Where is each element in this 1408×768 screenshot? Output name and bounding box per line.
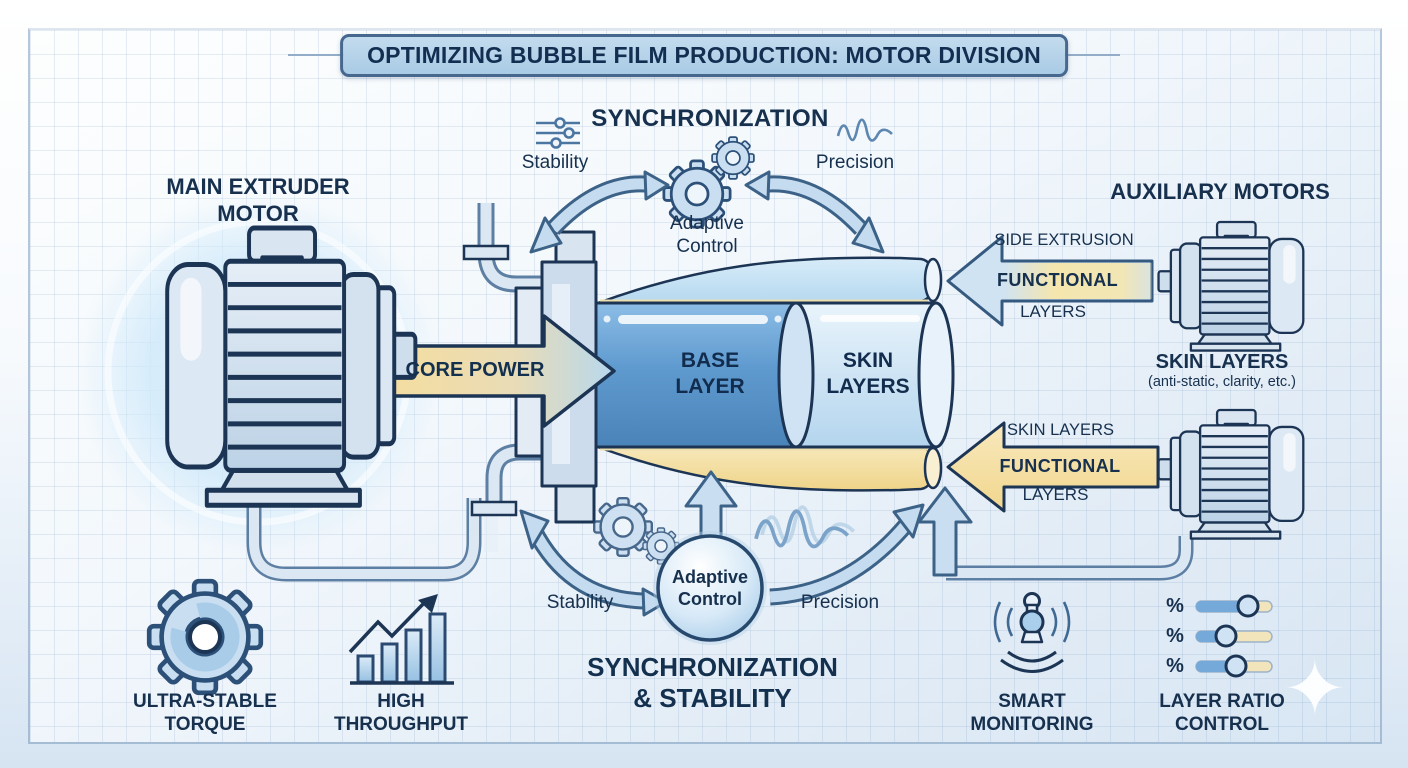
sync-top-heading: SYNCHRONIZATION (591, 105, 829, 132)
feed-pipe-top (462, 203, 548, 293)
feature-label-high-throughput: HIGH THROUGHPUT (333, 691, 469, 735)
sliders-icon (536, 117, 580, 149)
sync-top-precision-label: Precision (815, 152, 895, 173)
feature-label-ultra-stable-torque: ULTRA-STABLE TORQUE (133, 691, 277, 735)
sync-arrow-bottom-right (769, 503, 925, 606)
bottom-skin-film (596, 445, 943, 492)
sync-arrow-top-right (744, 170, 885, 254)
base-layer-label: BASE LAYER (675, 349, 745, 398)
percent-sliders-icon (1195, 594, 1273, 678)
side-extrusion-label: SIDE EXTRUSION (994, 231, 1134, 249)
skin-layer-cylinder (777, 301, 955, 449)
layers-top-label: LAYERS (1020, 302, 1086, 321)
sync-arrow-top-left (529, 170, 670, 254)
percent-symbol: % (1166, 655, 1184, 677)
percent-symbol: % (1166, 595, 1184, 617)
up-arrow-adaptive (684, 470, 738, 542)
layers-bottom-label: LAYERS (1022, 485, 1089, 504)
adaptive-control-circle (653, 531, 767, 645)
adaptive-control-label: Adaptive Control (671, 567, 749, 609)
top-skin-film (596, 256, 943, 305)
side-extrusion-arrow-top (946, 235, 1154, 327)
percent-symbol: % (1166, 625, 1184, 647)
growth-chart-icon (348, 594, 454, 685)
return-pipe-left (246, 498, 482, 582)
auxiliary-motors-heading: AUXILIARY MOTORS (1110, 179, 1330, 204)
skin-layers-label: SKIN LAYERS (826, 349, 910, 398)
feature-label-smart-monitoring: SMART MONITORING (970, 691, 1094, 735)
aux-motor-top-illustration (1157, 220, 1305, 352)
functional-layers-bottom-label: FUNCTIONAL (999, 456, 1121, 476)
page-title: OPTIMIZING BUBBLE FILM PRODUCTION: MOTOR… (340, 34, 1068, 77)
sync-bottom-heading: SYNCHRONIZATION & STABILITY (587, 652, 838, 713)
waveform-icon-bottom (754, 505, 856, 549)
sensor-signal-icon (993, 592, 1071, 673)
feature-label-layer-ratio-control: LAYER RATIO CONTROL (1159, 691, 1285, 735)
up-arrow-right-feed (917, 486, 973, 577)
base-layer-cylinder (594, 301, 798, 449)
core-power-label: CORE POWER (405, 359, 545, 381)
gear-icon (149, 581, 261, 693)
sync-bottom-precision-label: Precision (800, 592, 880, 613)
sync-top-stability-label: Stability (521, 152, 589, 173)
functional-layers-top-label: FUNCTIONAL (997, 270, 1118, 290)
main-motor-heading: MAIN EXTRUDER MOTOR (166, 174, 350, 226)
skin-layers-subcaption: (anti-static, clarity, etc.) (1148, 374, 1296, 390)
skin-layers-caption: SKIN LAYERS (1155, 351, 1289, 373)
skin-layers-bottom-label: SKIN LAYERS (1007, 421, 1114, 439)
sparkle-icon: ✦ (1283, 647, 1347, 732)
sync-bottom-stability-label: Stability (546, 592, 614, 613)
sync-arrow-bottom-left (519, 509, 668, 617)
return-pipe-right (946, 536, 1194, 581)
aux-motor-bottom-illustration (1157, 408, 1305, 540)
sync-top-adaptive-label: Adaptive Control (670, 213, 744, 257)
core-power-arrow (390, 314, 616, 428)
